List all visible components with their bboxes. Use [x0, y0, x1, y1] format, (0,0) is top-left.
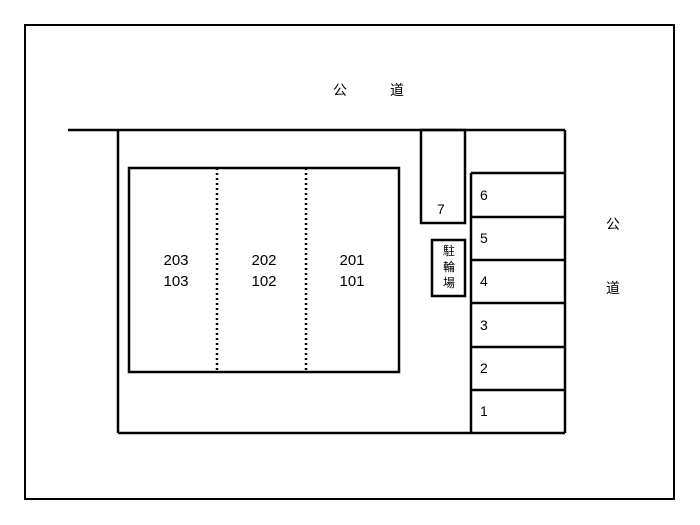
unit-dividers — [215, 168, 308, 372]
bike-char: 駐 — [442, 244, 455, 258]
unit-upper: 201 — [339, 252, 365, 269]
parking-number: 2 — [480, 360, 488, 376]
bike-parking — [430, 238, 467, 298]
bike-char: 場 — [442, 276, 455, 290]
parking-number: 5 — [480, 230, 488, 246]
unit-upper: 203 — [163, 252, 189, 269]
road-label-top: 公 — [333, 83, 347, 99]
unit-lower: 101 — [339, 273, 365, 290]
unit-201-101: 201 101 — [312, 250, 392, 292]
parking-number: 3 — [480, 317, 488, 333]
unit-202-102: 202 102 — [224, 250, 304, 292]
unit-lower: 103 — [163, 273, 189, 290]
bike-char: 輪 — [442, 260, 455, 274]
lot-boundary — [68, 128, 567, 435]
road-label-top: 道 — [390, 83, 404, 99]
road-label-right: 道 — [606, 281, 620, 297]
bike-parking-label: 駐 輪 場 — [434, 243, 464, 291]
parking-stall-7 — [419, 128, 467, 225]
parking-number: 1 — [480, 403, 488, 419]
unit-203-103: 203 103 — [136, 250, 216, 292]
road-label-right: 公 — [606, 217, 620, 233]
parking-number: 7 — [437, 201, 445, 217]
parking-number: 4 — [480, 273, 488, 289]
parking-stalls — [469, 171, 565, 433]
frame — [24, 24, 675, 500]
parking-number: 6 — [480, 187, 488, 203]
unit-lower: 102 — [251, 273, 277, 290]
unit-upper: 202 — [251, 252, 277, 269]
building — [127, 166, 401, 374]
